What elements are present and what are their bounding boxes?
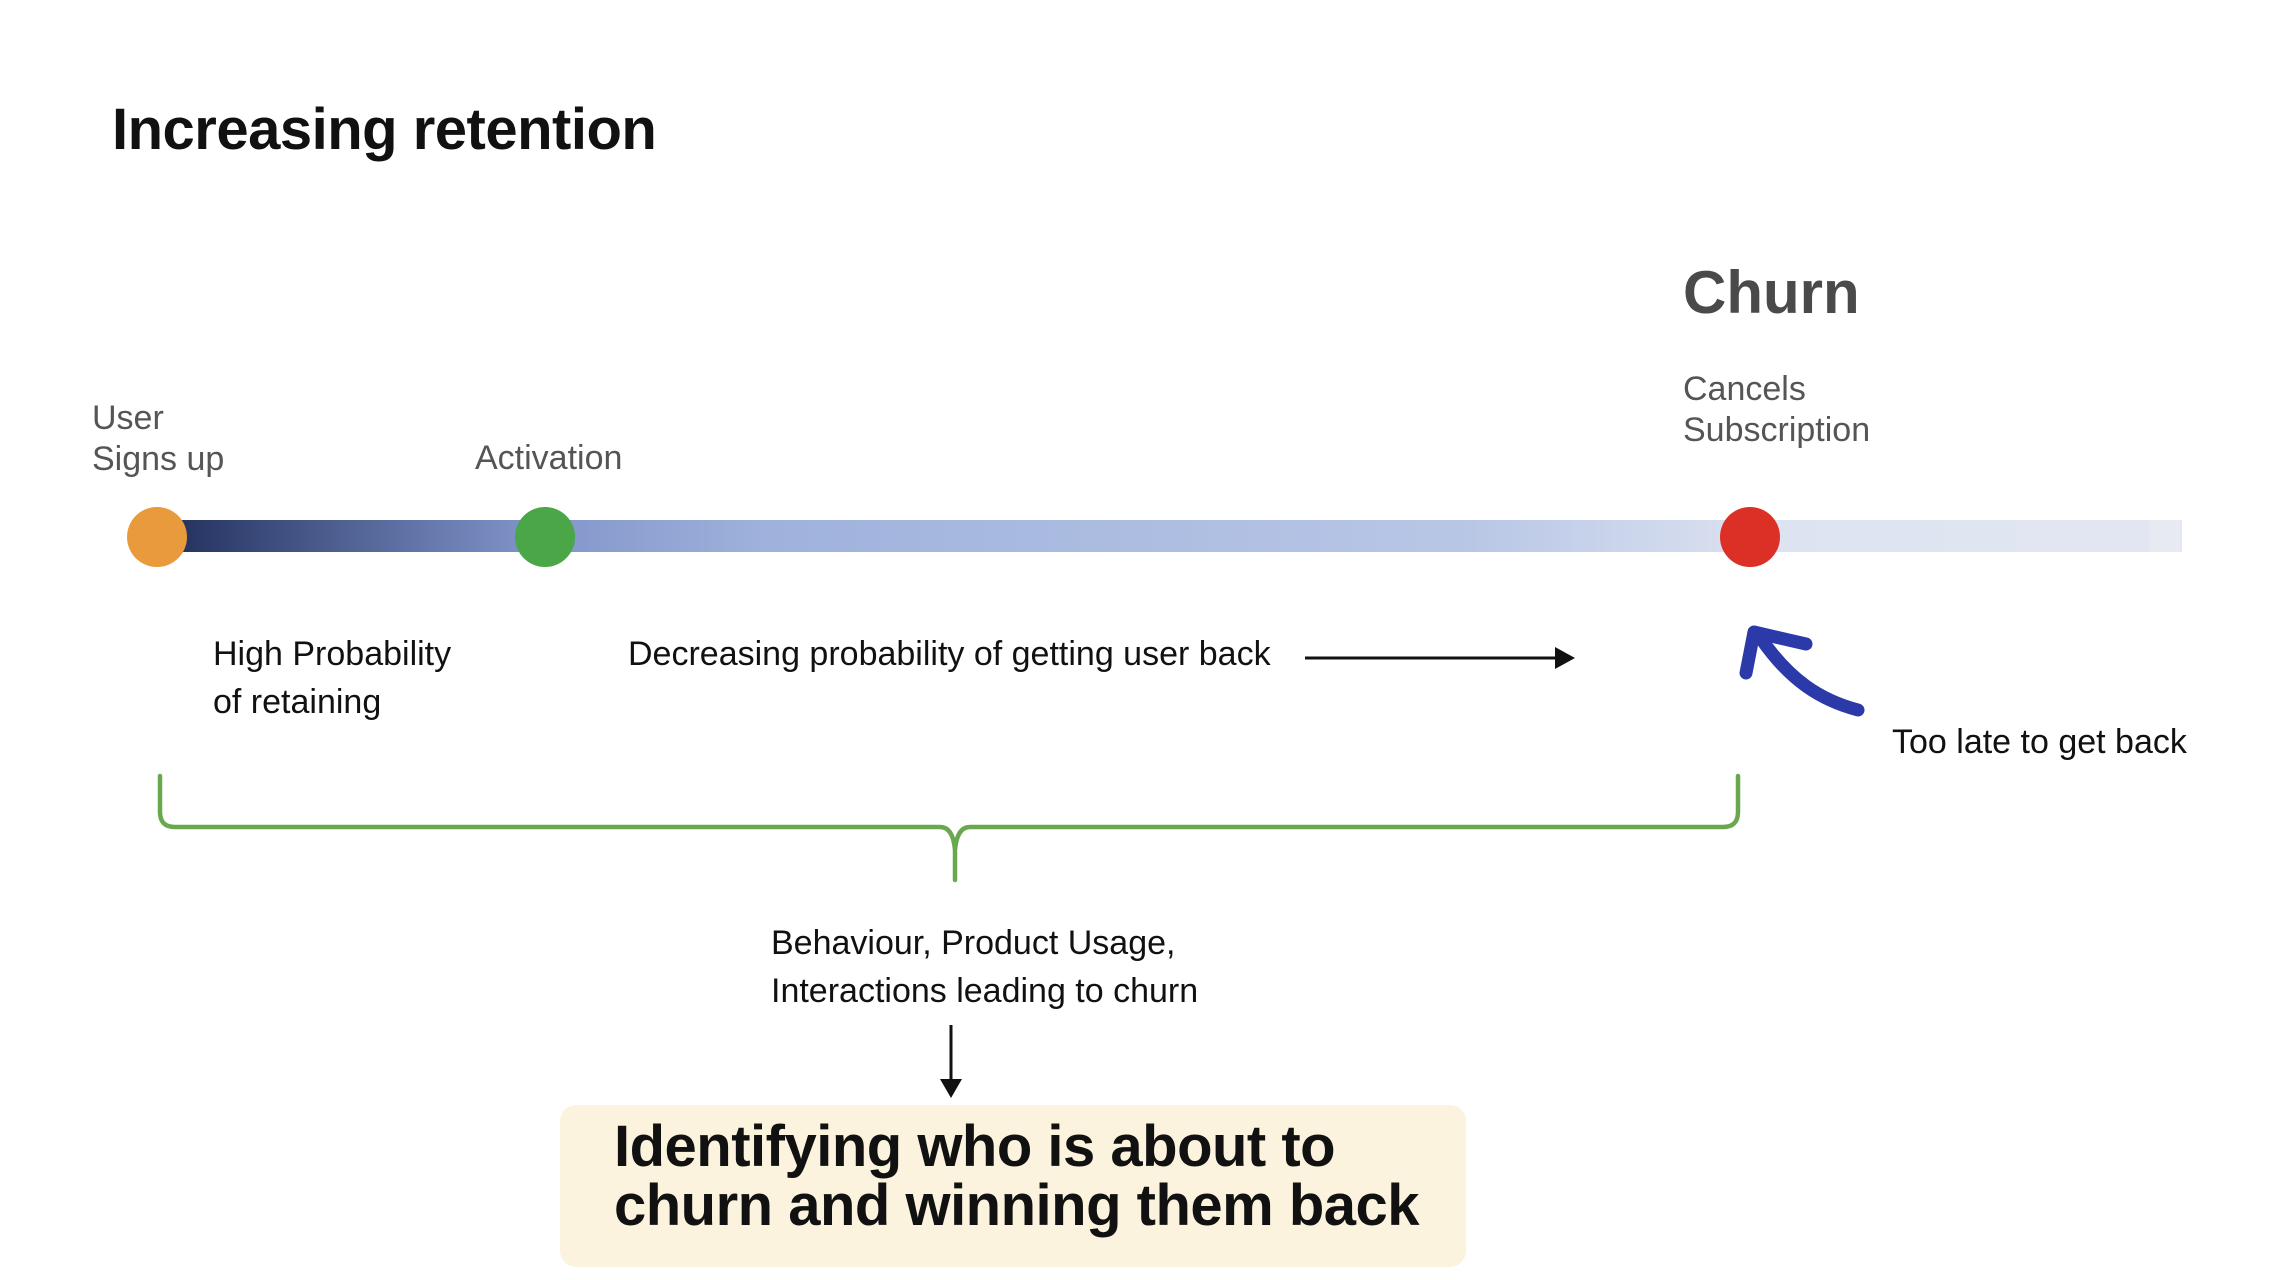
cancel-dot bbox=[1720, 507, 1780, 567]
curved-arrow-icon bbox=[1755, 633, 1865, 717]
signup-label-line2: Signs up bbox=[92, 440, 225, 478]
arrow-down-icon bbox=[940, 1079, 962, 1098]
behaviour-line1: Behaviour, Product Usage, bbox=[771, 924, 1176, 962]
brace-icon bbox=[157, 773, 1741, 883]
high-probability-note: High Probability of retaining bbox=[213, 630, 451, 726]
activation-dot bbox=[515, 507, 575, 567]
timeline-bar bbox=[157, 520, 2182, 552]
cancel-label-line1: Cancels bbox=[1683, 370, 1806, 408]
behaviour-note: Behaviour, Product Usage, Interactions l… bbox=[771, 919, 1198, 1015]
signup-dot bbox=[127, 507, 187, 567]
callout-box: Identifying who is about to churn and wi… bbox=[560, 1105, 1466, 1267]
behaviour-line2: Interactions leading to churn bbox=[771, 972, 1199, 1010]
page-title: Increasing retention bbox=[112, 97, 657, 162]
callout-line2: churn and winning them back bbox=[614, 1173, 1420, 1238]
cancel-label: Cancels Subscription bbox=[1683, 369, 1870, 451]
high-probability-line2: of retaining bbox=[213, 683, 382, 721]
decreasing-probability-note: Decreasing probability of getting user b… bbox=[628, 635, 1271, 673]
signup-label: User Signs up bbox=[92, 398, 224, 480]
timeline-bar-end bbox=[2150, 520, 2180, 552]
cancel-label-line2: Subscription bbox=[1683, 411, 1871, 449]
churn-heading: Churn bbox=[1683, 259, 1860, 326]
too-late-note: Too late to get back bbox=[1892, 723, 2187, 761]
curved-arrow-head bbox=[1739, 625, 1813, 680]
callout-line1: Identifying who is about to bbox=[614, 1114, 1336, 1179]
activation-label: Activation bbox=[475, 439, 623, 477]
high-probability-line1: High Probability bbox=[213, 635, 452, 673]
arrow-right-icon bbox=[1555, 647, 1575, 669]
signup-label-line1: User bbox=[92, 399, 164, 437]
